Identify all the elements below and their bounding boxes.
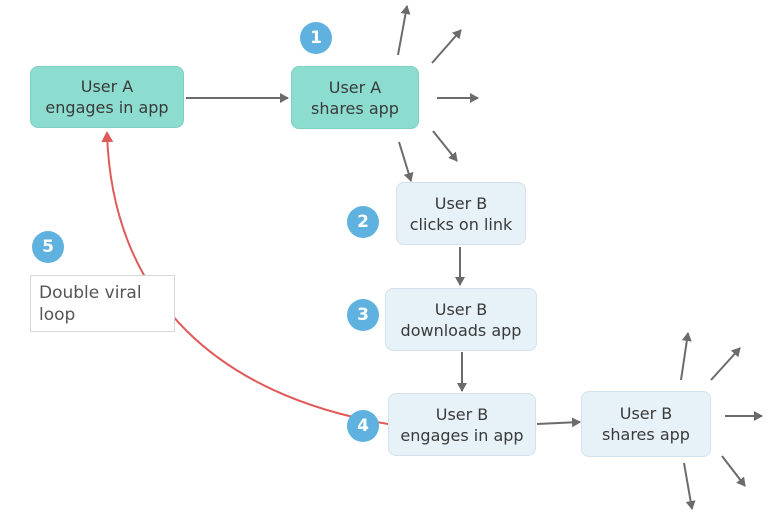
- share-ray-b-upright: [710, 347, 741, 381]
- node-user-a-engages: User A engages in app: [30, 66, 184, 128]
- share-ray-b-downright: [721, 455, 746, 487]
- share-ray-a-up: [397, 5, 411, 56]
- share-ray-b-down: [683, 462, 696, 510]
- node-user-b-shares: User B shares app: [581, 391, 711, 457]
- share-ray-b-up: [680, 332, 692, 381]
- loop-note-line1: Double viral: [39, 283, 142, 303]
- node-label-line2: downloads app: [400, 320, 522, 340]
- node-label-line2: shares app: [311, 98, 399, 118]
- node-label-line1: User A: [80, 77, 134, 96]
- node-label-line1: User B: [619, 404, 673, 423]
- node-user-b-clicks: User B clicks on link: [396, 182, 526, 245]
- arrow-b-engages-to-b-shares: [536, 417, 581, 428]
- step-badge-2: 2: [347, 206, 379, 238]
- viral-loop-arrow: [101, 131, 389, 425]
- node-label-line2: clicks on link: [409, 214, 513, 234]
- node-user-a-shares: User A shares app: [291, 66, 419, 129]
- node-label-line2: shares app: [602, 425, 690, 444]
- loop-note: Double viral loop: [30, 275, 175, 332]
- node-label-line1: User B: [435, 404, 489, 424]
- node-label-line2: engages in app: [45, 98, 169, 117]
- step-badge-3: 3: [347, 299, 379, 331]
- step-badge-1: 1: [300, 22, 332, 54]
- loop-note-line2: loop: [39, 305, 76, 325]
- node-label-line1: User B: [434, 299, 488, 319]
- step-badge-4: 4: [347, 410, 379, 442]
- share-ray-a-downright: [432, 130, 458, 162]
- node-label-line2: engages in app: [400, 425, 524, 445]
- arrow-a-shares-to-b-clicks: [398, 141, 414, 182]
- node-label-line1: User A: [328, 77, 382, 97]
- node-user-b-engages: User B engages in app: [388, 393, 536, 456]
- share-ray-a-upright: [431, 29, 462, 64]
- node-label-line1: User B: [434, 193, 488, 213]
- step-badge-5: 5: [32, 231, 64, 263]
- node-user-b-downloads: User B downloads app: [385, 288, 537, 351]
